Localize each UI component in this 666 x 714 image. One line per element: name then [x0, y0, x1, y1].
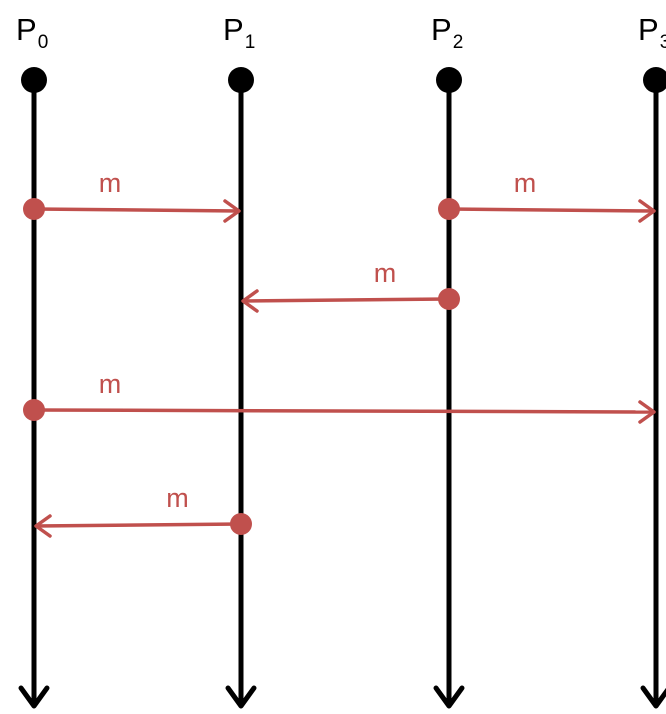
process-timeline-1: [225, 67, 257, 709]
message-label: m: [374, 258, 397, 288]
process-start-dot: [21, 67, 47, 93]
message-label: m: [514, 168, 537, 198]
process-name: P: [638, 12, 659, 47]
message-1: m: [438, 168, 656, 223]
process-label-0: P0: [16, 12, 48, 53]
send-event-dot: [23, 198, 45, 220]
message-line: [33, 408, 655, 414]
process-start-dot: [643, 67, 666, 93]
message-line: [33, 207, 240, 213]
time-arrow-head: [433, 685, 465, 709]
process-start-dot: [436, 67, 462, 93]
process-index: 2: [453, 32, 464, 53]
message-arrow-head: [638, 400, 656, 424]
message-4: m: [34, 483, 252, 538]
message-arrow-head: [223, 199, 241, 223]
send-event-dot: [438, 288, 460, 310]
process-index: 1: [245, 32, 256, 53]
message-3: m: [23, 369, 656, 424]
process-name: P: [223, 12, 244, 47]
message-arrows: m m m m m: [23, 168, 656, 538]
time-arrow-head: [640, 685, 666, 709]
process-index: 0: [38, 32, 49, 53]
message-arrow-head: [241, 289, 259, 313]
time-arrow-head: [18, 685, 50, 709]
message-0: m: [23, 168, 241, 223]
message-arrow-head: [34, 514, 52, 538]
process-start-dot: [228, 67, 254, 93]
message-arrow-head: [638, 199, 656, 223]
message-line: [35, 522, 242, 528]
send-event-dot: [230, 513, 252, 535]
process-name: P: [16, 12, 37, 47]
message-label: m: [99, 369, 122, 399]
process-name: P: [431, 12, 452, 47]
process-label-3: P3: [638, 12, 666, 53]
process-timeline-2: [433, 67, 465, 709]
process-timeline-0: [18, 67, 50, 709]
process-index: 3: [660, 32, 666, 53]
send-event-dot: [23, 399, 45, 421]
process-timeline-3: [640, 67, 666, 709]
message-line: [242, 297, 450, 303]
message-label: m: [166, 483, 189, 513]
send-event-dot: [438, 198, 460, 220]
message-2: m: [241, 258, 460, 313]
process-label-2: P2: [431, 12, 463, 53]
time-arrow-head: [225, 685, 257, 709]
message-label: m: [99, 168, 122, 198]
process-timelines: [18, 67, 666, 709]
process-label-1: P1: [223, 12, 255, 53]
message-line: [448, 207, 655, 213]
